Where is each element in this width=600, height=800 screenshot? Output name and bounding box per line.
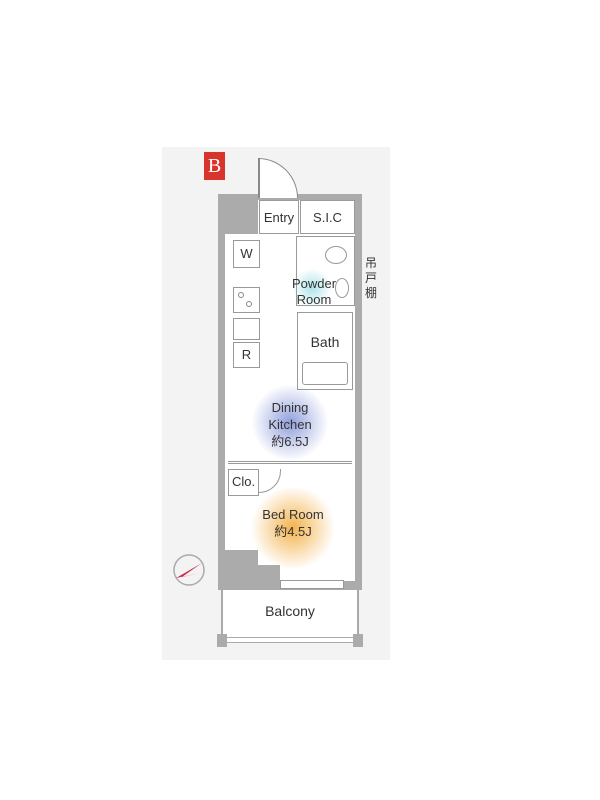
sic-label: S.I.C	[313, 210, 342, 225]
washer-space	[233, 240, 260, 268]
fridge-label: R	[241, 347, 252, 362]
railing-post	[217, 634, 227, 647]
sic-room	[300, 200, 355, 234]
sliding-partition[interactable]	[228, 461, 352, 464]
closet	[228, 469, 259, 496]
bedroom-area: 約4.5J	[274, 524, 312, 539]
bath-label: Bath	[310, 334, 340, 350]
burner-icon	[238, 292, 244, 298]
north-compass-icon	[172, 553, 206, 587]
powder-glow	[292, 268, 332, 308]
dining-label-1: Dining	[271, 400, 309, 415]
kitchen-sink-icon	[233, 318, 260, 340]
burner-icon	[246, 301, 252, 307]
washer-label: W	[240, 246, 253, 261]
balcony	[221, 590, 359, 638]
wall-step-bottom-left-2	[250, 565, 280, 590]
bathtub-icon	[302, 362, 348, 385]
railing-post	[353, 634, 363, 647]
bedroom-glow	[248, 488, 338, 568]
wall-block-top-left	[218, 194, 258, 234]
balcony-window[interactable]	[280, 580, 344, 589]
entry-room	[259, 200, 299, 234]
powder-label-1: Powder	[291, 276, 337, 291]
dining-area: 約6.5J	[271, 434, 309, 449]
balcony-label: Balcony	[265, 603, 315, 619]
bedroom-label: Bed Room	[262, 507, 324, 522]
dining-glow	[250, 385, 330, 460]
sink-icon	[335, 278, 349, 298]
fridge-space	[233, 342, 260, 368]
stove-icon	[233, 287, 260, 313]
powder-label-2: Room	[296, 292, 332, 307]
entry-label: Entry	[263, 210, 295, 225]
toilet-icon	[325, 246, 347, 264]
balcony-railing	[220, 637, 360, 643]
closet-label: Clo.	[231, 474, 256, 489]
cabinet-annotation: 吊戸棚	[365, 256, 378, 300]
door-leaf	[258, 158, 260, 198]
dining-label-2: Kitchen	[268, 417, 312, 432]
unit-type-badge: B	[204, 152, 225, 180]
